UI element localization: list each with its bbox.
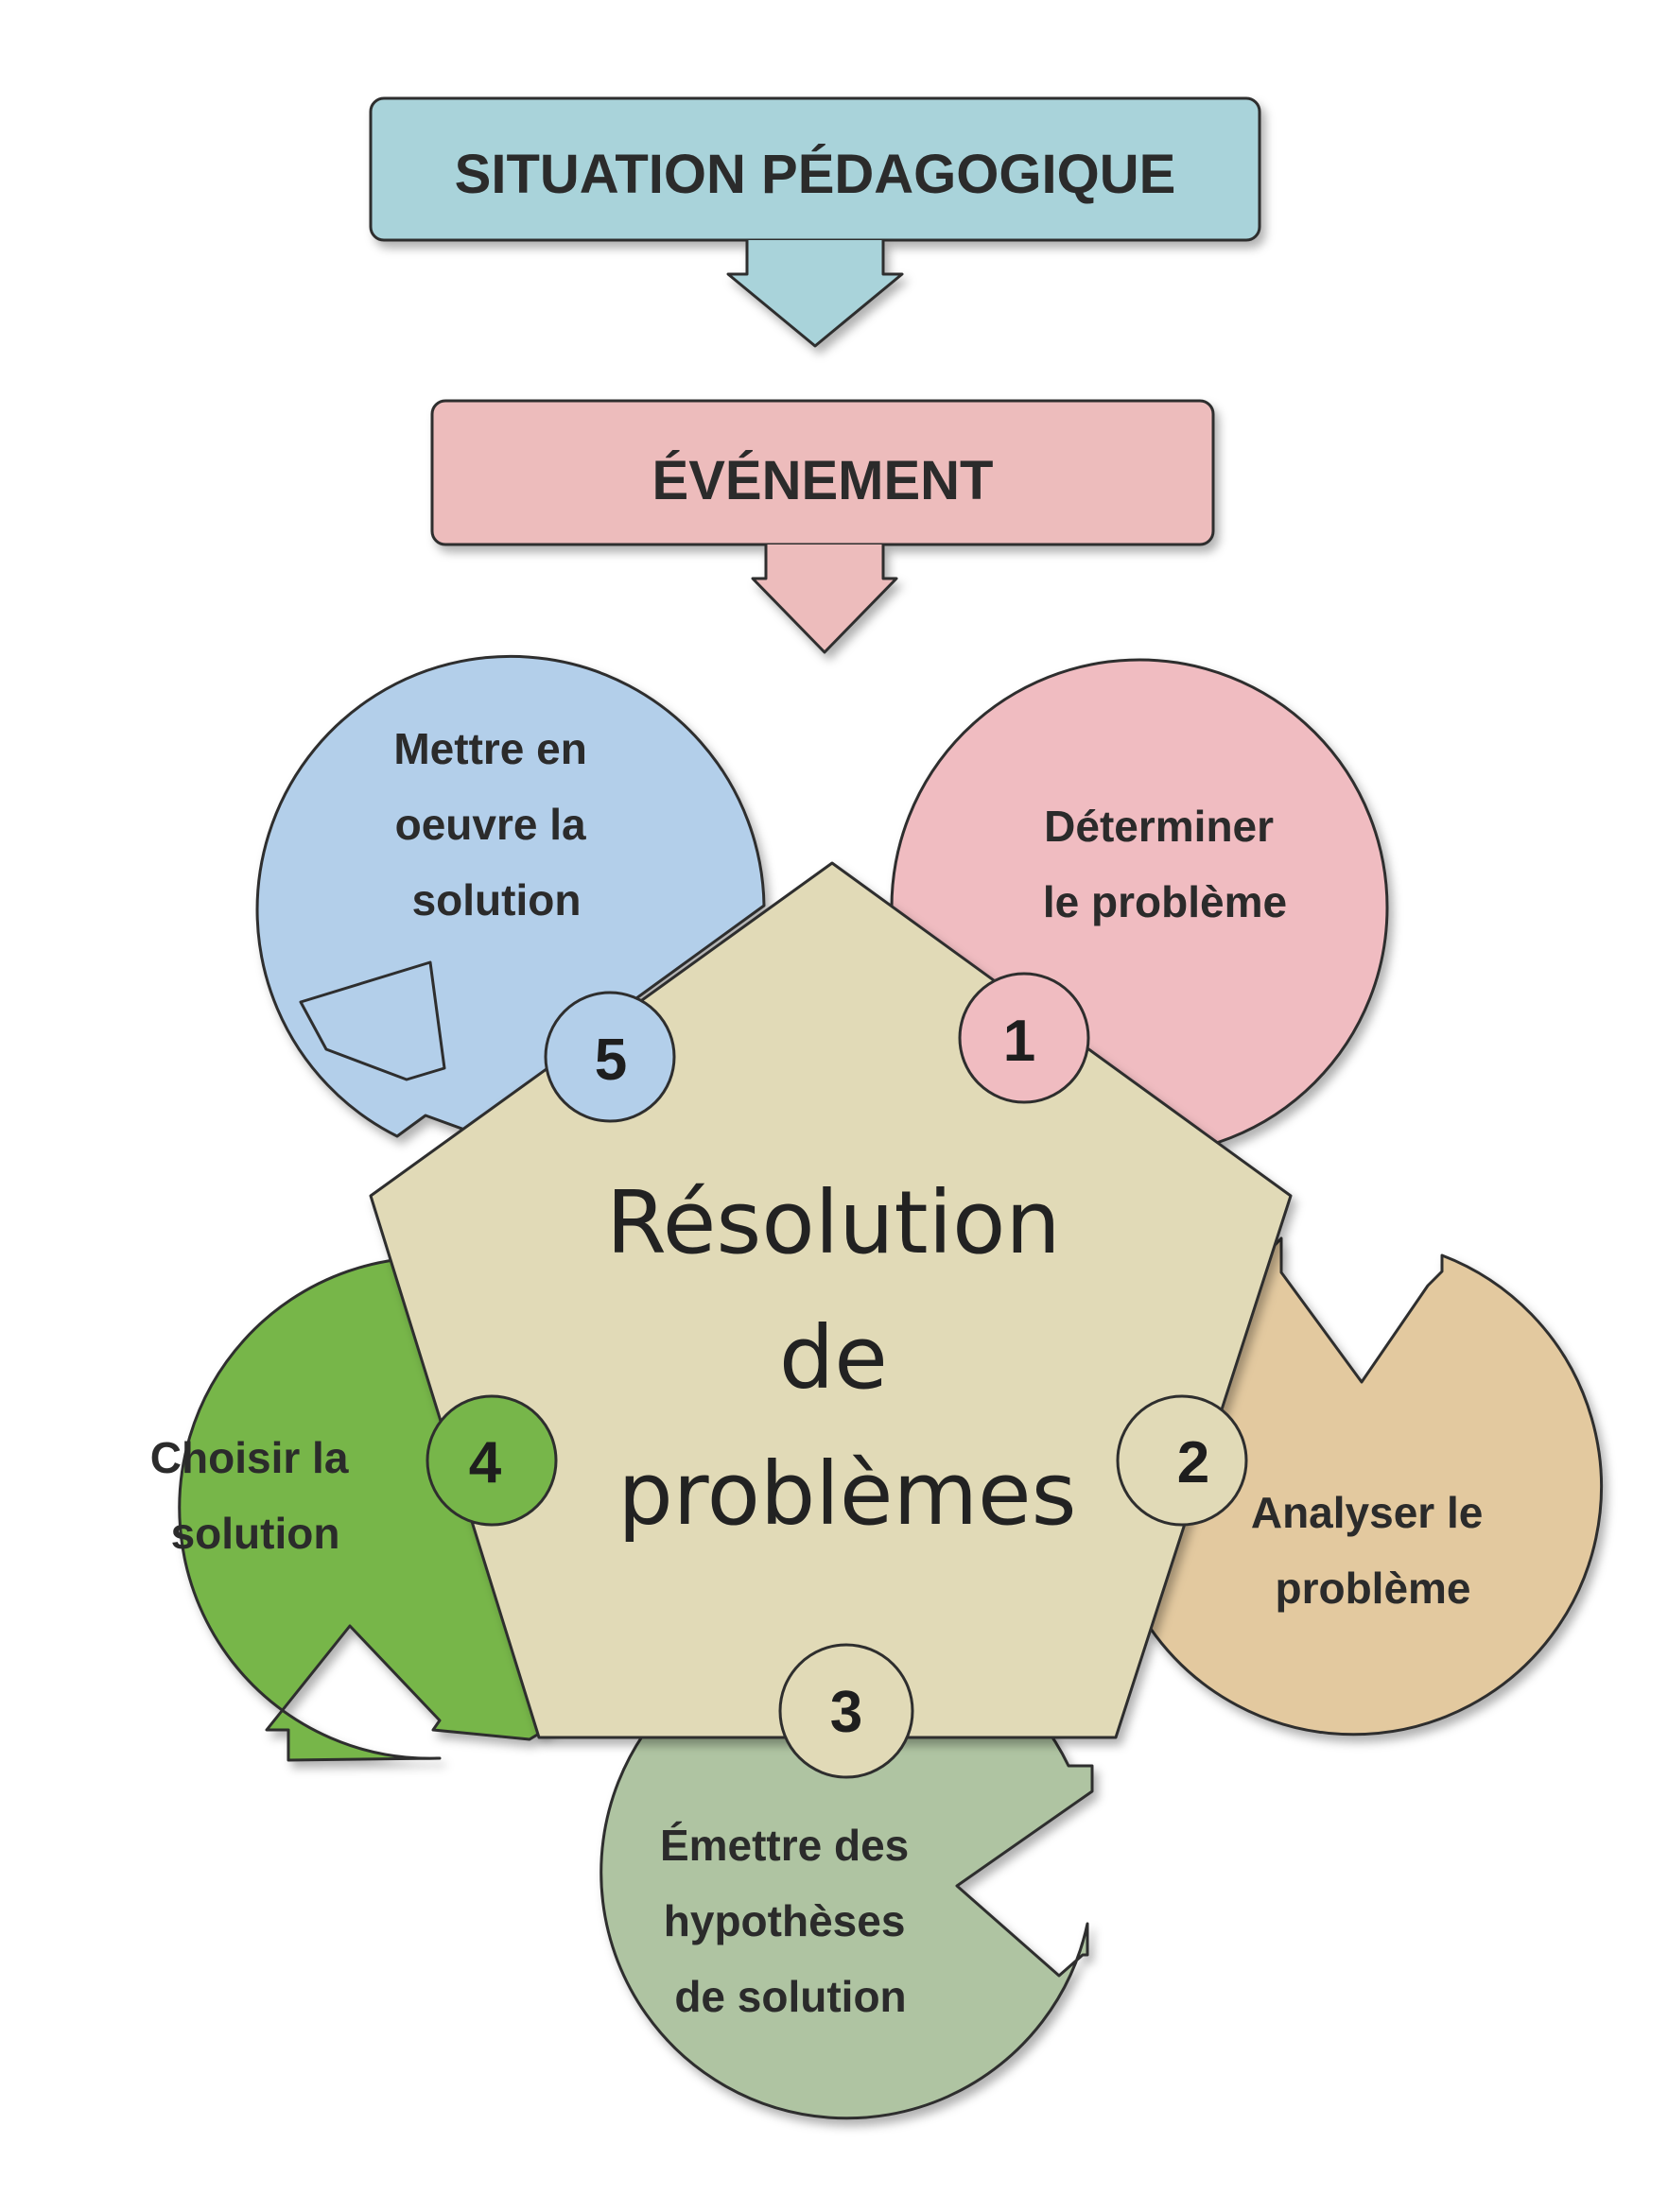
step-4-tab xyxy=(426,1394,558,1527)
step-5-label-line-1: Mettre en xyxy=(393,724,586,773)
step-5-label-line-3: solution xyxy=(412,875,582,925)
step-4-number: 4 xyxy=(469,1430,502,1495)
step-1-tab xyxy=(958,972,1090,1104)
step-5-piece: Mettre en oeuvre la solution xyxy=(255,654,766,1155)
step-1-label-line-2: le problème xyxy=(1043,877,1287,926)
evenement-label: ÉVÉNEMENT xyxy=(652,450,994,511)
step-3-piece: Émettre des hypothèses de solution xyxy=(599,1625,1094,2120)
step-5-number: 5 xyxy=(595,1028,627,1093)
situation-pedagogique-banner: SITUATION PÉDAGOGIQUE xyxy=(369,96,1261,348)
step-5-label-line-2: oeuvre la xyxy=(395,800,586,849)
step-1-number: 1 xyxy=(1003,1009,1035,1074)
step-4-label: Choisir la solution xyxy=(150,1433,360,1558)
step-5-tab xyxy=(544,991,676,1123)
step-3-label: Émettre des hypothèses de solution xyxy=(660,1821,921,2021)
step-2-label-line-1: Analyser le xyxy=(1251,1488,1483,1537)
step-3-tab xyxy=(778,1643,914,1779)
step-3-label-line-3: de solution xyxy=(674,1972,906,2021)
step-1-label-line-1: Déterminer xyxy=(1044,802,1274,851)
center-pentagon: 5 1 2 3 4 Résolution de problèmes xyxy=(369,861,1293,1779)
step-3-label-line-1: Émettre des xyxy=(660,1821,909,1870)
step-2-label-line-2: problème xyxy=(1275,1564,1470,1613)
step-1-label: Déterminer le problème xyxy=(1043,802,1287,926)
situation-label: SITUATION PÉDAGOGIQUE xyxy=(455,144,1176,205)
center-title-line-1: Résolution xyxy=(606,1172,1061,1273)
step-2-label: Analyser le problème xyxy=(1251,1488,1495,1613)
center-title-line-2: de xyxy=(779,1307,888,1408)
evenement-banner: ÉVÉNEMENT xyxy=(430,399,1215,654)
step-2-number: 2 xyxy=(1177,1430,1209,1495)
step-5-label: Mettre en oeuvre la solution xyxy=(393,724,599,925)
step-5-circle xyxy=(255,654,766,1155)
evenement-down-arrow xyxy=(751,544,898,654)
step-4-label-line-1: Choisir la xyxy=(150,1433,349,1482)
step-3-label-line-2: hypothèses xyxy=(664,1896,906,1945)
situation-down-arrow xyxy=(726,240,904,348)
step-3-number: 3 xyxy=(830,1680,862,1745)
center-title-line-3: problèmes xyxy=(617,1443,1076,1545)
center-title: Résolution de problèmes xyxy=(606,1172,1088,1545)
step-4-label-line-2: solution xyxy=(171,1509,340,1558)
step-2-tab xyxy=(1116,1394,1248,1527)
